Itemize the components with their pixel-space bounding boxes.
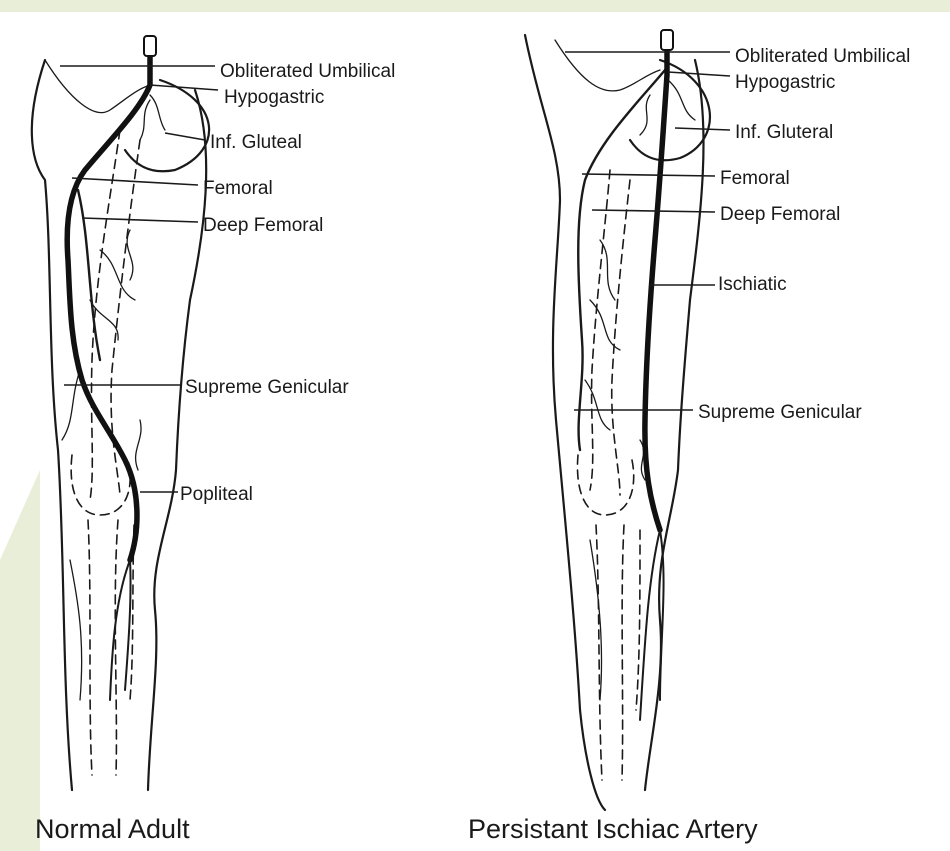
label-femoral-left: Femoral	[203, 178, 273, 199]
label-obliterated-umbilical-left: Obliterated Umbilical	[220, 61, 395, 82]
right-femur-outline-b	[612, 180, 630, 495]
label-deep-femoral-right: Deep Femoral	[720, 204, 840, 225]
label-inf-gluteal-left: Inf. Gluteal	[210, 132, 302, 153]
right-artery-stump	[661, 30, 673, 50]
right-leg-outline-lateral	[525, 35, 605, 810]
left-patella	[71, 455, 130, 515]
left-femoral-popliteal-artery	[67, 40, 150, 560]
right-femur-outline-a	[590, 170, 610, 490]
label-inf-gluteral-right: Inf. Gluteral	[735, 122, 833, 143]
right-leader-femoral	[582, 174, 715, 176]
label-femoral-right: Femoral	[720, 168, 790, 189]
label-popliteal-left: Popliteal	[180, 484, 253, 505]
label-supreme-genicular-left: Supreme Genicular	[185, 377, 349, 398]
right-leader-deep-femoral	[592, 210, 715, 212]
left-leader-inf-gluteal	[165, 133, 205, 140]
left-edge-tint	[0, 470, 40, 851]
left-leader-hypogastric	[150, 85, 218, 90]
left-pelvis-line	[45, 60, 150, 113]
left-tibia-b	[115, 520, 118, 775]
left-artery-stump	[144, 36, 156, 56]
top-edge-tint	[0, 0, 950, 12]
left-tibia-a	[88, 520, 92, 775]
right-tibia-b	[622, 525, 624, 780]
label-deep-femoral-left: Deep Femoral	[203, 215, 323, 236]
label-hypogastric-left: Hypogastric	[224, 87, 324, 108]
left-leg-outline-medial	[148, 90, 206, 790]
right-patella	[577, 455, 633, 515]
caption-persistant-ischiac-artery: Persistant Ischiac Artery	[468, 814, 758, 844]
right-leader-inf-gluteral	[675, 128, 730, 130]
right-leg-outline-medial	[645, 60, 704, 790]
left-lower-arteries	[110, 560, 131, 700]
right-pelvis-line	[555, 40, 660, 91]
right-fibula	[636, 530, 640, 710]
left-deep-femoral-branch	[78, 190, 100, 360]
label-ischiatic-right: Ischiatic	[718, 274, 787, 295]
label-obliterated-umbilical-right: Obliterated Umbilical	[735, 46, 910, 67]
label-supreme-genicular-right: Supreme Genicular	[698, 402, 862, 423]
label-hypogastric-right: Hypogastric	[735, 72, 835, 93]
caption-normal-adult: Normal Adult	[35, 814, 190, 844]
left-leader-deep-femoral	[82, 218, 198, 222]
persistant-ischiac-figure: Obliterated Umbilical Hypogastric Inf. G…	[468, 30, 910, 844]
normal-adult-figure: Obliterated Umbilical Hypogastric Inf. G…	[32, 36, 395, 844]
